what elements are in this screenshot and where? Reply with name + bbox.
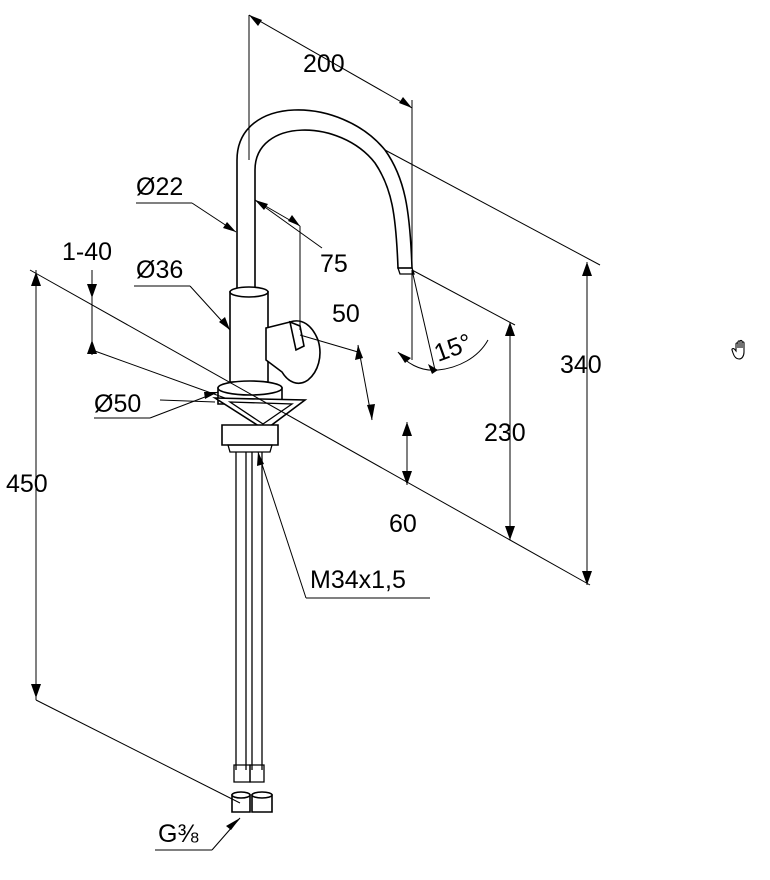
- label-base-diameter: Ø50: [94, 390, 141, 418]
- label-spout-diameter: Ø22: [136, 173, 183, 201]
- label-total-height: 340: [560, 351, 602, 379]
- label-connection: G⅜: [158, 820, 198, 848]
- label-deck-range: 1-40: [62, 238, 112, 266]
- label-hose-length: 450: [6, 470, 48, 498]
- label-thread: M34x1,5: [310, 566, 406, 594]
- label-spout-offset: 75: [320, 250, 348, 278]
- dimension-lines: [29, 14, 601, 851]
- label-handle-offset: 50: [332, 300, 360, 328]
- hand-pointer-icon: [731, 339, 745, 360]
- dimension-labels: 200 Ø22 75 1-40 Ø36 50 15° 340 230 Ø50 6…: [6, 50, 602, 848]
- label-spout-angle: 15°: [430, 328, 475, 367]
- label-base-height: 60: [389, 510, 417, 538]
- faucet-outline: [212, 109, 415, 813]
- label-spout-reach: 200: [303, 50, 345, 78]
- label-body-diameter: Ø36: [136, 256, 183, 284]
- label-outlet-height: 230: [484, 419, 526, 447]
